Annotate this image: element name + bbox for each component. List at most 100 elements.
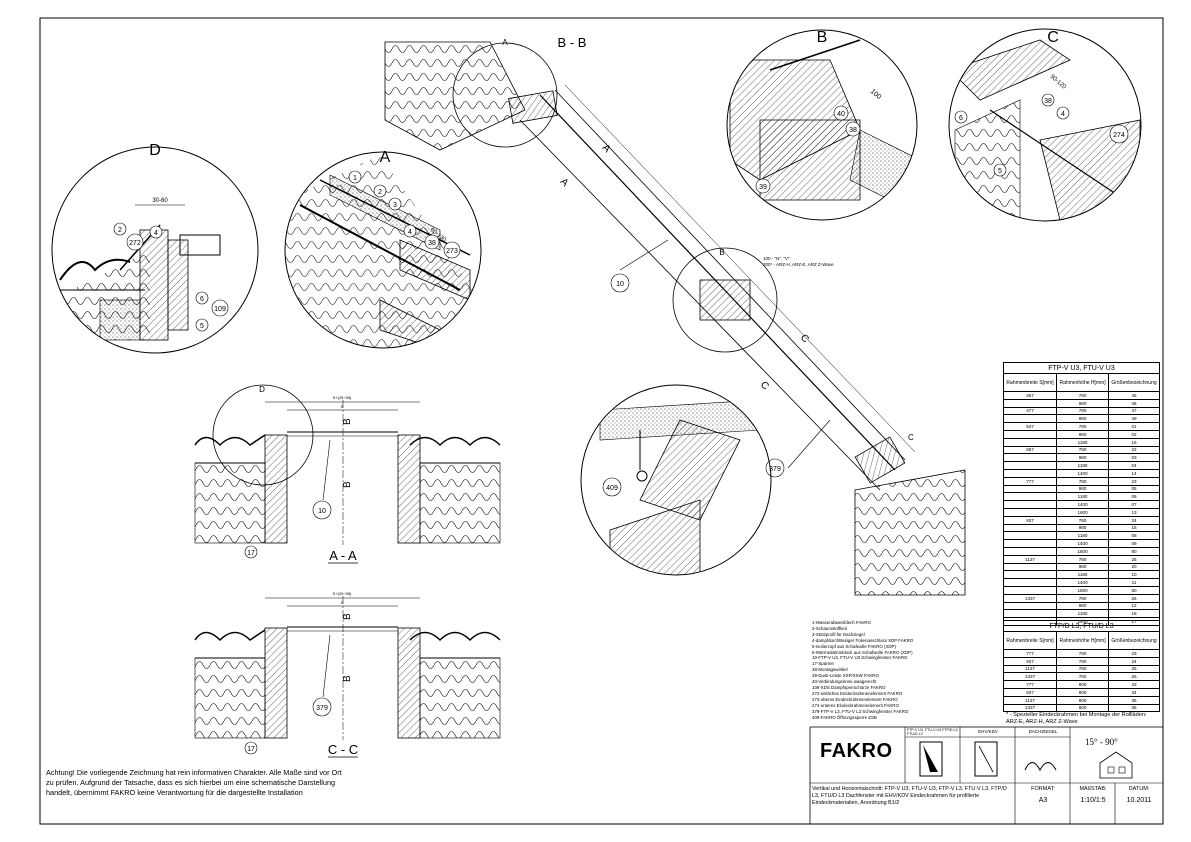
table-cell: 780 [1056, 476, 1109, 486]
table-cell: 1600 [1056, 585, 1109, 595]
table-cell: 12 [1108, 601, 1160, 611]
svg-text:A: A [600, 142, 613, 155]
table-cell [1002, 562, 1058, 572]
table-cell: 33 [1108, 680, 1160, 689]
table-cell: 1600 [1056, 507, 1109, 517]
svg-text:5: 5 [998, 168, 1002, 175]
svg-text:D: D [259, 385, 265, 394]
table-cell: 1180 [1056, 609, 1109, 619]
table-cell: 80 [1108, 546, 1160, 556]
format-value: A3 [1038, 797, 1048, 804]
svg-text:2: 2 [378, 189, 382, 196]
legend-item: 272-seitliches Eindeckrahmenelement FAKR… [812, 690, 903, 696]
legend-item: 2-Schaumstoffkeil [812, 625, 847, 631]
legend-item: 40-Verbindungsrinne waagerecht [812, 679, 877, 685]
table-cell [1002, 585, 1058, 595]
table-cell: 1600 [1056, 546, 1109, 556]
table-cell: 24 [1108, 656, 1160, 666]
legend-item: 109-XDS Dampfsperrschürze FAKRO [812, 684, 886, 690]
table-cell [1002, 492, 1058, 502]
table-cell: 980 [1056, 414, 1109, 424]
detail-a: A 60-130 1 2 3 4 38 273 [284, 149, 482, 349]
svg-text:3: 3 [393, 202, 397, 209]
svg-text:30-60: 30-60 [152, 198, 168, 204]
table-cell [1002, 523, 1058, 533]
table-cell: 23 [1108, 649, 1160, 658]
table-cell: 08 [1108, 531, 1160, 541]
legend-item: 5-Isolierzopf aus Schafwolle FAKRO (XDP) [812, 643, 896, 649]
table-cell: 26 [1108, 593, 1160, 603]
scale-value: 1:10/1:5 [1080, 797, 1106, 804]
legend-item: 38-Montagewinkel [812, 667, 848, 673]
window-pictogram-icon [919, 741, 943, 777]
legend-item: 274-unteres Eindeckrahmenelement FAKRO [812, 702, 899, 708]
table-cell: 1400 [1056, 578, 1109, 587]
table-cell: 1180 [1056, 570, 1109, 580]
svg-text:274: 274 [1113, 132, 1125, 139]
scale-label: MAßSTAB: [1079, 786, 1107, 792]
table-cell: 980 [1056, 601, 1109, 611]
table-cell: 777 [1002, 649, 1058, 658]
svg-text:6: 6 [200, 296, 204, 303]
table-cell: 780 [1056, 593, 1109, 603]
table-cell: 600 [1056, 687, 1109, 697]
svg-text:4: 4 [408, 229, 412, 236]
svg-text:B: B [342, 418, 353, 425]
table-cell: 1180 [1056, 437, 1109, 447]
table-cell [1002, 539, 1058, 548]
table-cell: 18 [1108, 609, 1160, 619]
table-cell: 02 [1108, 429, 1160, 439]
table-cell: 980 [1056, 398, 1109, 408]
table-cell: 50 [1108, 585, 1160, 595]
detail-c: C 90-120 38 4 6 5 274 [948, 28, 1142, 222]
svg-text:A: A [558, 176, 571, 189]
svg-text:B: B [342, 675, 353, 682]
table-cell: 36 [1108, 703, 1160, 713]
table-cell: 1337 [1002, 593, 1058, 603]
table-cell [1002, 468, 1058, 478]
table-cell: 937 [1002, 656, 1058, 666]
table-cell: 14 [1108, 468, 1160, 478]
table-cell: 1180 [1056, 492, 1109, 502]
legend-item: 1-Wasserabweisblech FAKRO [812, 620, 871, 625]
table-cell: 25 [1108, 664, 1160, 674]
table-cell: 01 [1108, 422, 1160, 431]
detail-d-title: D [149, 142, 161, 159]
svg-text:39: 39 [759, 184, 767, 191]
svg-text:38: 38 [428, 240, 436, 247]
table-cell: 457 [1002, 391, 1058, 400]
table-cell: 600 [1056, 680, 1109, 689]
svg-text:B: B [342, 481, 353, 488]
svg-text:5: 5 [200, 323, 204, 330]
date-value: 10.2011 [1126, 797, 1152, 804]
table-cell: 600 [1056, 703, 1109, 713]
table-cell: 980 [1056, 484, 1109, 494]
table-cell: 15 [1108, 523, 1160, 533]
detail-409: 409 [580, 384, 772, 576]
table-cell: 1137 [1002, 664, 1058, 674]
table-cell: 980 [1056, 562, 1109, 572]
table-cell: 777 [1002, 476, 1058, 486]
table-cell: 1180 [1056, 461, 1109, 470]
table-cell: 25 [1108, 554, 1160, 564]
table-cell: 1180 [1056, 531, 1109, 541]
svg-text:272: 272 [129, 240, 141, 247]
table-cell: 23 [1108, 476, 1160, 486]
